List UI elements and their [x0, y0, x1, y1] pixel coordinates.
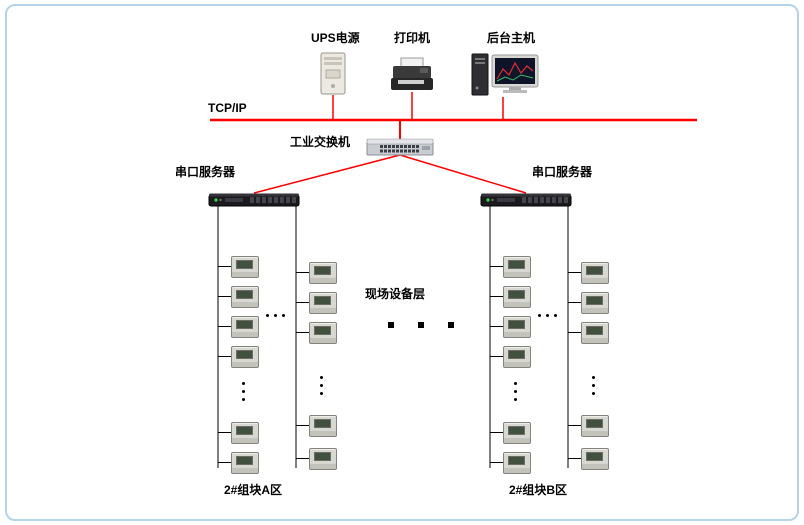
rack-serial-server-right-icon [480, 192, 572, 212]
power-meter-icon [490, 346, 531, 368]
panel-border [5, 4, 799, 521]
serial-server-left-label: 串口服务器 [175, 165, 236, 179]
power-meter-icon [568, 448, 609, 470]
power-meter-icon [296, 322, 337, 344]
vertical-ellipsis-icon [242, 382, 245, 401]
power-meter-icon [490, 256, 531, 278]
power-meter-icon [490, 422, 531, 444]
network-switch-icon [366, 138, 434, 161]
ups-tower-icon [320, 52, 346, 100]
power-meter-icon [490, 286, 531, 308]
power-meter-icon [296, 448, 337, 470]
power-meter-icon [218, 346, 259, 368]
host-label: 后台主机 [487, 31, 536, 45]
power-meter-icon [490, 452, 531, 474]
desktop-computer-icon [470, 51, 540, 102]
center-ellipsis-icon [388, 322, 454, 328]
horizontal-ellipsis-icon [538, 314, 557, 317]
vertical-ellipsis-icon [592, 376, 595, 395]
serial-server-right-label: 串口服务器 [532, 165, 593, 179]
power-meter-icon [490, 316, 531, 338]
printer-icon [390, 57, 434, 97]
zone-b-label: 2#组块B区 [509, 483, 568, 497]
power-meter-icon [218, 422, 259, 444]
rack-serial-server-left-icon [208, 192, 300, 212]
horizontal-ellipsis-icon [266, 314, 285, 317]
power-meter-icon [568, 292, 609, 314]
power-meter-icon [218, 452, 259, 474]
power-meter-icon [568, 322, 609, 344]
power-meter-icon [296, 415, 337, 437]
switch-label: 工业交换机 [290, 135, 351, 149]
zone-a-label: 2#组块A区 [224, 483, 283, 497]
vertical-ellipsis-icon [320, 376, 323, 395]
power-meter-icon [296, 292, 337, 314]
ups-label: UPS电源 [311, 31, 360, 45]
power-meter-icon [296, 262, 337, 284]
printer-label: 打印机 [394, 31, 431, 45]
power-meter-icon [218, 316, 259, 338]
power-meter-icon [568, 262, 609, 284]
power-meter-icon [218, 286, 259, 308]
vertical-ellipsis-icon [514, 382, 517, 401]
power-meter-icon [218, 256, 259, 278]
field-layer-label: 现场设备层 [365, 287, 426, 301]
power-meter-icon [568, 415, 609, 437]
tcpip-label: TCP/IP [208, 101, 247, 115]
